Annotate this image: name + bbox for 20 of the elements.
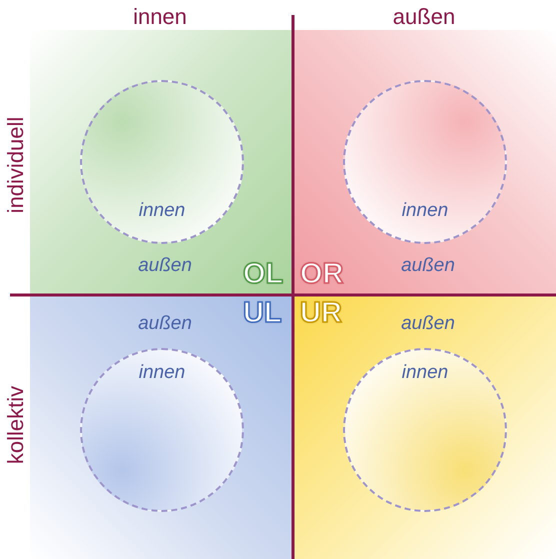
region-label: außen xyxy=(401,255,455,277)
quadrant-panel xyxy=(30,30,293,295)
region-label: innen xyxy=(138,362,186,384)
row-heading: individuell xyxy=(3,116,29,214)
quadrant-panel xyxy=(30,295,293,559)
region-label: innen xyxy=(138,200,186,222)
quadrant-panel xyxy=(293,30,556,295)
region-label: außen xyxy=(138,313,192,335)
column-heading: innen xyxy=(133,4,187,30)
quadrant-code: OL xyxy=(243,258,284,291)
region-label: innen xyxy=(400,362,450,384)
region-label: außen xyxy=(401,313,455,335)
quadrant-code: UL xyxy=(243,297,282,330)
row-heading: kollektiv xyxy=(3,386,29,464)
quadrant-code: UR xyxy=(300,297,342,330)
quadrant-panel xyxy=(293,295,556,559)
region-label: innen xyxy=(400,200,450,222)
column-heading: außen xyxy=(392,4,456,30)
quadrant-code: OR xyxy=(300,258,344,291)
region-label: außen xyxy=(138,255,192,277)
